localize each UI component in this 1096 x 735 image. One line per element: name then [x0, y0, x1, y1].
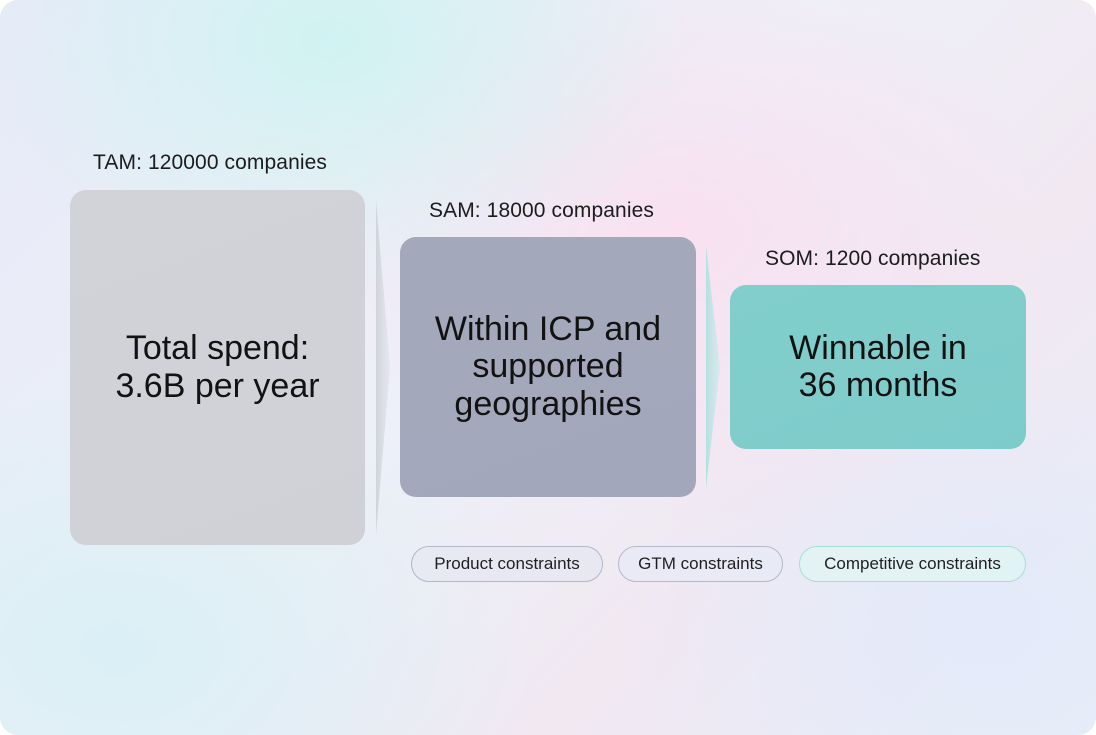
competitive-constraints-chip: Competitive constraints — [799, 546, 1026, 582]
som-description: Winnable in 36 months — [789, 328, 967, 404]
gtm-constraints-chip: GTM constraints — [618, 546, 783, 582]
tam-label: TAM: 120000 companies — [93, 151, 328, 174]
som-label: SOM: 1200 companies — [765, 247, 981, 270]
sam-label: SAM: 18000 companies — [429, 199, 654, 222]
tam-to-sam-arrow — [376, 200, 390, 535]
sam-description: Within ICP and supported geographies — [434, 309, 662, 423]
product-constraints-chip: Product constraints — [411, 546, 603, 582]
tam-description: Total spend: 3.6B per year — [115, 329, 320, 405]
sam-to-som-arrow — [706, 246, 720, 488]
tam-box: Total spend: 3.6B per year — [70, 190, 365, 545]
som-box: Winnable in 36 months — [730, 285, 1026, 449]
sam-box: Within ICP and supported geographies — [400, 237, 696, 497]
